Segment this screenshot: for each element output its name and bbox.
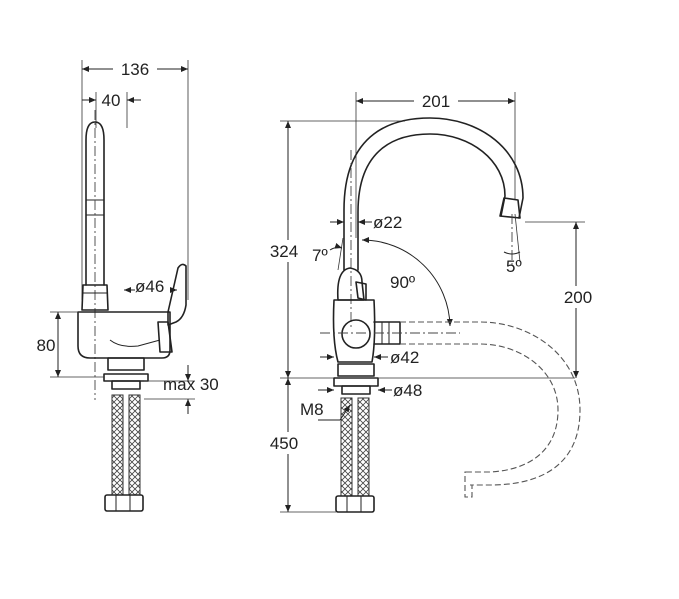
ghost-spout [400, 321, 581, 486]
front-base-nut [337, 363, 375, 377]
front-hose-left [340, 397, 353, 497]
front-hose-right [357, 397, 370, 497]
dim-label-42: ø42 [390, 348, 419, 367]
dim-label-80: 80 [37, 336, 56, 355]
dim-label-48: ø48 [393, 381, 422, 400]
front-spout [343, 117, 524, 271]
dim-label-201: 201 [422, 92, 450, 111]
dim-label-136: 136 [121, 60, 149, 79]
dim-label-max30: max 30 [163, 375, 219, 394]
dim-label-40: 40 [102, 91, 121, 110]
dim-label-46: ø46 [135, 277, 164, 296]
side-base-nut [107, 357, 145, 371]
dim-label-200: 200 [564, 288, 592, 307]
dim-label-5deg: 5º [506, 257, 522, 276]
side-hose-left [111, 394, 124, 496]
dim-label-7deg: 7º [312, 246, 328, 265]
dim-label-90deg: 90º [390, 273, 415, 292]
side-hose-right [128, 394, 141, 496]
side-view: 136 40 ø46 8 [37, 58, 219, 512]
front-lever [336, 267, 365, 301]
side-body [77, 311, 171, 359]
side-spout [85, 121, 105, 286]
dim-label-22: ø22 [373, 213, 402, 232]
side-lever [167, 263, 187, 326]
front-view: 201 324 ø22 7º 90º [262, 90, 600, 513]
dim-label-324: 324 [270, 242, 298, 261]
rotation-arc [361, 237, 453, 327]
dim-label-m8: M8 [300, 400, 324, 419]
front-body [332, 299, 376, 363]
dim-label-450: 450 [270, 434, 298, 453]
